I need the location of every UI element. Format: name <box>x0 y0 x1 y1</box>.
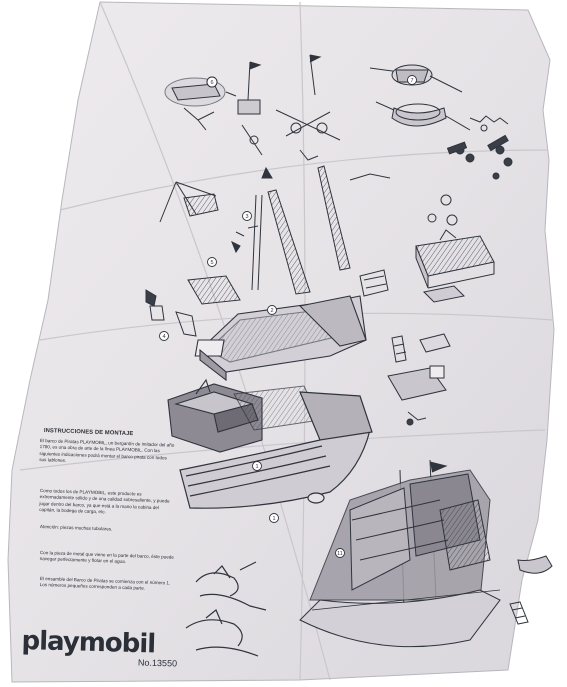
diagram-swing <box>159 181 219 223</box>
diagram-deck-cabin <box>349 173 495 303</box>
step-marker-labels: 6 3 5 4 2 1 1 11 7 <box>162 78 413 557</box>
model-number: No.13550 <box>137 657 178 669</box>
step-label: 2 <box>270 308 273 314</box>
step-label: 1 <box>272 516 275 522</box>
step-label: 6 <box>210 80 213 86</box>
diagram-grate <box>145 275 241 337</box>
diagram-masts-ladders <box>231 165 351 295</box>
diagram-assembled-ship <box>299 459 553 648</box>
step-label: 5 <box>210 260 213 266</box>
step-marker <box>159 331 169 341</box>
playmobil-logo: playmobil <box>21 626 156 660</box>
diagram-main-deck <box>194 295 367 382</box>
step-label: 7 <box>410 78 413 84</box>
step-marker <box>335 548 345 558</box>
step-marker <box>206 76 218 88</box>
step-marker <box>407 75 417 85</box>
diagram-cannons <box>446 134 513 180</box>
step-label: 11 <box>337 551 343 557</box>
step-marker <box>269 513 279 523</box>
diagram-hull <box>179 391 373 509</box>
diagram-rowboat <box>369 64 509 132</box>
step-label: 4 <box>162 334 165 340</box>
step-marker <box>242 211 252 221</box>
instructions-paragraph: El barco de Piratas PLAYMOBIL, un bergan… <box>39 438 175 463</box>
step-markers <box>159 75 417 558</box>
step-label: 1 <box>255 464 258 470</box>
diagram-mast-parts <box>237 54 341 179</box>
diagram-rope-details <box>185 561 267 657</box>
diagram-small-parts-right <box>387 333 451 426</box>
step-marker <box>267 305 277 315</box>
instructions-paragraph: Como todos los de PLAYMOBIL, este produc… <box>39 488 170 515</box>
step-marker <box>252 461 262 471</box>
step-label: 3 <box>245 214 248 220</box>
step-marker <box>207 257 217 267</box>
